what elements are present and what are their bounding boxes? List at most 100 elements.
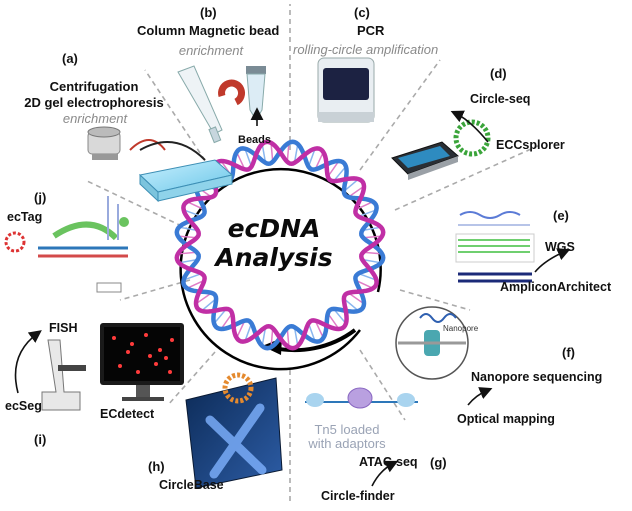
helix-rung xyxy=(293,327,299,347)
circle-dna-d xyxy=(453,119,491,157)
helix-rung xyxy=(293,143,299,163)
fish-dot xyxy=(144,333,148,337)
helix-strand-magenta xyxy=(174,139,386,351)
panel-a-line2: 2D gel electrophoresis xyxy=(24,95,164,110)
tool-circlebase: CircleBase xyxy=(159,478,224,492)
fish-dot xyxy=(126,350,130,354)
helix-rung xyxy=(355,279,374,290)
helix-rung xyxy=(235,151,246,170)
helix-rung xyxy=(183,272,202,281)
fish-dot xyxy=(170,338,174,342)
nanopore-illustration xyxy=(395,306,469,380)
fish-dot xyxy=(136,370,140,374)
panel-b-letter: (b) xyxy=(200,5,217,20)
helix-rung xyxy=(355,200,374,211)
center-title-line2: Analysis xyxy=(215,243,333,272)
beads-label: Beads xyxy=(238,134,272,146)
tool-ampliconarchitect: AmpliconArchitect xyxy=(500,280,612,294)
tool-fish: FISH xyxy=(49,321,78,335)
tool-wgs: WGS xyxy=(545,240,575,254)
panel-c-line1: PCR xyxy=(357,23,385,38)
helix-rung xyxy=(235,320,246,339)
helix-rung xyxy=(244,323,253,342)
fish-signals xyxy=(112,333,174,374)
panel-a-letter: (a) xyxy=(62,51,78,66)
tool-circle-finder: Circle-finder xyxy=(321,489,395,503)
helix-rung xyxy=(314,320,325,339)
center-title: ecDNA Analysis xyxy=(200,214,348,272)
helix-rung xyxy=(363,251,383,255)
wgs-reads-illustration xyxy=(455,211,535,283)
helix-rung xyxy=(327,160,340,178)
helix-rung xyxy=(195,292,213,305)
helix-rung xyxy=(343,178,360,192)
fish-dot xyxy=(168,370,172,374)
panel-h-letter: (h) xyxy=(148,459,165,474)
fish-dot xyxy=(158,348,162,352)
tool-ectag: ecTag xyxy=(7,210,43,224)
helix-rung xyxy=(358,209,377,218)
helix-rung xyxy=(270,142,274,162)
microscope-monitor-illustration xyxy=(41,323,184,411)
panel-a-line1: Centrifugation xyxy=(49,79,139,94)
panel-g-letter: (g) xyxy=(430,455,447,470)
helix-rung xyxy=(347,185,365,198)
fish-dot xyxy=(130,342,134,346)
tool-optical-mapping: Optical mapping xyxy=(457,412,555,426)
helix-rung xyxy=(270,328,274,348)
chromosome-illustration xyxy=(185,377,283,489)
helix-rung xyxy=(333,165,347,182)
panel-j-letter: (j) xyxy=(34,190,47,205)
helix-rung xyxy=(286,328,290,348)
column-magnet-illustration xyxy=(177,65,266,144)
centrifuge-gel-illustration xyxy=(87,126,234,203)
fish-dot xyxy=(154,362,158,366)
helix-rung xyxy=(186,200,205,211)
tool-eccsplorer: ECCsplorer xyxy=(496,138,565,152)
helix-rung xyxy=(200,298,217,312)
helix-rung xyxy=(178,258,198,264)
helix-rung xyxy=(307,323,316,342)
panel-b-sub: enrichment xyxy=(178,43,244,58)
helix-rung xyxy=(286,142,290,162)
helix-rung xyxy=(213,308,227,325)
tool-atac-seq: ATAC-seq xyxy=(359,455,418,469)
helix-rung xyxy=(307,148,316,167)
center-title-line1: ecDNA xyxy=(227,214,321,243)
atac-illustration xyxy=(305,387,418,409)
fish-dot xyxy=(164,356,168,360)
helix-rung xyxy=(314,151,325,170)
helix-rung xyxy=(362,226,382,232)
divider-lines xyxy=(84,4,541,505)
helix-rung xyxy=(244,148,253,167)
tn5-line2: with adaptors xyxy=(308,436,386,451)
fish-dot xyxy=(148,354,152,358)
helix-rung xyxy=(261,143,267,163)
panel-f-letter: (f) xyxy=(562,345,575,360)
pcr-machine-illustration xyxy=(317,57,375,123)
helix-rung xyxy=(186,279,205,290)
helix-rung xyxy=(261,327,267,347)
panel-c-letter: (c) xyxy=(354,5,370,20)
tool-circle-seq: Circle-seq xyxy=(470,92,531,106)
helix-rung xyxy=(177,251,197,255)
helix-rung xyxy=(347,292,365,305)
helix-rung xyxy=(363,235,383,239)
ectag-illustration xyxy=(4,196,129,293)
nanopore-label: Nanopore xyxy=(443,324,479,333)
panel-i-letter: (i) xyxy=(34,432,47,447)
panel-b-line1: Column Magnetic bead xyxy=(137,23,280,38)
helix-rung xyxy=(358,272,377,281)
helix-rung xyxy=(333,308,347,325)
helix-rung xyxy=(183,209,202,218)
helix-rung xyxy=(362,258,382,264)
tool-ecseg: ecSeg xyxy=(5,399,42,413)
helix-rung xyxy=(177,235,197,239)
helix-rung xyxy=(343,298,360,312)
fish-dot xyxy=(112,336,116,340)
panel-a-sub: enrichment xyxy=(62,111,128,126)
panel-e-letter: (e) xyxy=(553,208,569,223)
fish-dot xyxy=(118,364,122,368)
panel-d-letter: (d) xyxy=(490,66,507,81)
